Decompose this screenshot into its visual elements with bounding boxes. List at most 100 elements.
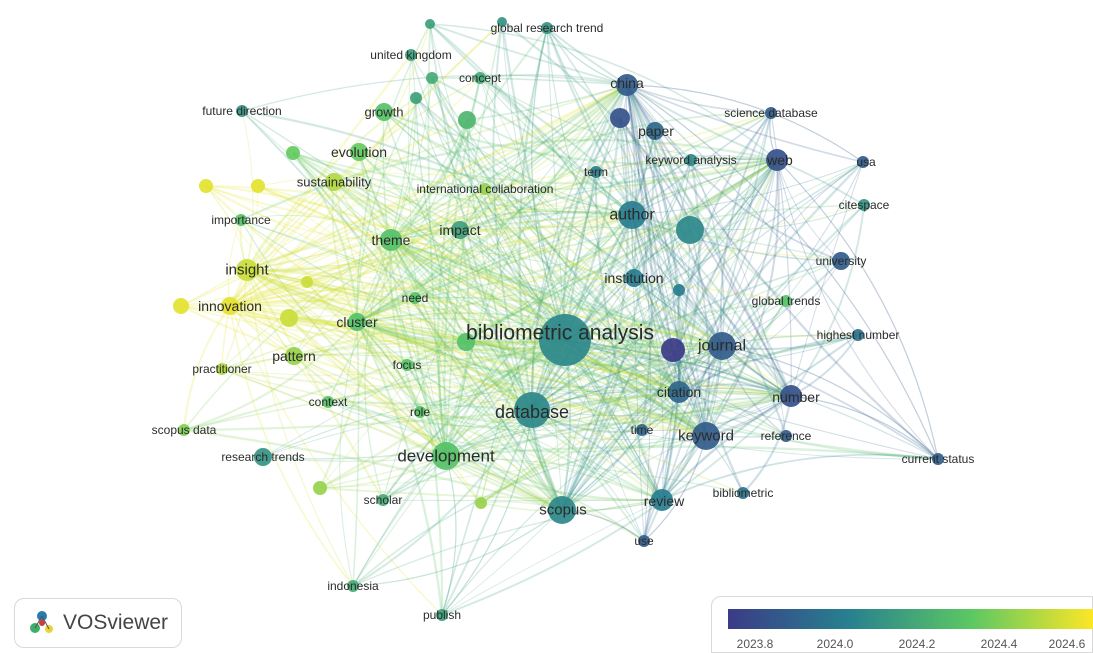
node-label-insight[interactable]: insight xyxy=(225,262,269,279)
node[interactable] xyxy=(425,19,435,29)
node-label-evolution[interactable]: evolution xyxy=(331,144,387,160)
node[interactable] xyxy=(199,179,213,193)
node-label-bibliometric-analysis[interactable]: bibliometric analysis xyxy=(466,322,654,345)
node-time[interactable] xyxy=(636,424,648,436)
node-label-institution[interactable]: institution xyxy=(604,270,663,286)
node[interactable] xyxy=(426,72,438,84)
node-insight[interactable] xyxy=(236,259,258,281)
node[interactable] xyxy=(475,497,487,509)
node-scholar[interactable] xyxy=(377,494,389,506)
node-label-keyword[interactable]: keyword xyxy=(678,428,734,445)
node-label-importance[interactable]: importance xyxy=(211,213,271,227)
node-label-current-status[interactable]: current status xyxy=(902,452,975,466)
node-role[interactable] xyxy=(414,406,426,418)
node-label-scopus[interactable]: scopus xyxy=(539,502,587,519)
node[interactable] xyxy=(410,92,422,104)
node-practitioner[interactable] xyxy=(216,363,228,375)
node-institution[interactable] xyxy=(625,269,643,287)
node-label-global-research-trend[interactable]: global research trend xyxy=(491,21,604,35)
node-label-journal[interactable]: journal xyxy=(697,338,746,355)
node-innovation[interactable] xyxy=(221,297,239,315)
node-bibliometric-analysis[interactable] xyxy=(539,314,591,366)
node-label-science-database[interactable]: science database xyxy=(724,106,818,120)
node-label-growth[interactable]: growth xyxy=(364,105,403,120)
node-label-highest-number[interactable]: highest number xyxy=(817,328,900,342)
node[interactable] xyxy=(676,216,704,244)
node-citation[interactable] xyxy=(668,381,690,403)
node-label-concept[interactable]: concept xyxy=(459,71,502,85)
node-journal[interactable] xyxy=(708,332,736,360)
node-university[interactable] xyxy=(832,252,850,270)
node-label-use[interactable]: use xyxy=(634,534,654,548)
node-reference[interactable] xyxy=(780,430,792,442)
node-label-publish[interactable]: publish xyxy=(423,608,461,622)
node-label-international-collaboration[interactable]: international collaboration xyxy=(417,182,554,196)
node[interactable] xyxy=(251,179,265,193)
node[interactable] xyxy=(173,298,189,314)
node-evolution[interactable] xyxy=(350,143,368,161)
node-author[interactable] xyxy=(618,201,646,229)
node-label-china[interactable]: china xyxy=(610,75,644,91)
node-concept[interactable] xyxy=(474,72,486,84)
node-term[interactable] xyxy=(590,166,602,178)
node-label-focus[interactable]: focus xyxy=(393,358,422,372)
node[interactable] xyxy=(313,481,327,495)
node-label-keyword-analysis[interactable]: keyword analysis xyxy=(645,153,736,167)
node[interactable] xyxy=(301,276,313,288)
node-label-author[interactable]: author xyxy=(609,207,655,224)
node[interactable] xyxy=(610,108,630,128)
node-label-number[interactable]: number xyxy=(772,389,820,405)
node-label-future-direction[interactable]: future direction xyxy=(202,104,281,118)
node-label-citation[interactable]: citation xyxy=(657,384,701,400)
node-label-context[interactable]: context xyxy=(309,395,348,409)
node-need[interactable] xyxy=(409,292,421,304)
node-label-university[interactable]: university xyxy=(816,254,867,268)
node-importance[interactable] xyxy=(235,214,247,226)
node-label-united-kingdom[interactable]: united kingdom xyxy=(370,48,451,62)
node-china[interactable] xyxy=(616,74,638,96)
node-international-collaboration[interactable] xyxy=(479,183,491,195)
node-scopus[interactable] xyxy=(548,496,576,524)
node-usa[interactable] xyxy=(857,156,869,168)
node-label-scholar[interactable]: scholar xyxy=(364,493,403,507)
node-scopus-data[interactable] xyxy=(178,424,190,436)
node-label-bibliometric[interactable]: bibliometric xyxy=(713,486,774,500)
node[interactable] xyxy=(280,309,298,327)
node-web[interactable] xyxy=(766,149,788,171)
node-focus[interactable] xyxy=(401,359,413,371)
node[interactable] xyxy=(457,333,475,351)
node-label-development[interactable]: development xyxy=(397,447,495,466)
node-keyword-analysis[interactable] xyxy=(685,154,697,166)
node-future-direction[interactable] xyxy=(236,105,248,117)
node-label-database[interactable]: database xyxy=(495,402,569,422)
node-label-theme[interactable]: theme xyxy=(372,232,411,248)
node[interactable] xyxy=(286,146,300,160)
node-indonesia[interactable] xyxy=(347,580,359,592)
node-cluster[interactable] xyxy=(348,313,366,331)
node-label-review[interactable]: review xyxy=(644,493,685,509)
node-label-global-trends[interactable]: global trends xyxy=(752,294,821,308)
node-pattern[interactable] xyxy=(285,347,303,365)
node-bibliometric[interactable] xyxy=(737,487,749,499)
node-label-role[interactable]: role xyxy=(410,405,430,419)
node-growth[interactable] xyxy=(375,103,393,121)
node-highest-number[interactable] xyxy=(852,329,864,341)
node-label-indonesia[interactable]: indonesia xyxy=(327,579,379,593)
node-database[interactable] xyxy=(514,392,550,428)
node[interactable] xyxy=(458,111,476,129)
node-label-time[interactable]: time xyxy=(631,423,654,437)
node-label-practitioner[interactable]: practitioner xyxy=(192,362,251,376)
node[interactable] xyxy=(497,17,507,27)
node-science-database[interactable] xyxy=(765,107,777,119)
node-label-scopus-data[interactable]: scopus data xyxy=(152,423,217,437)
node-united-kingdom[interactable] xyxy=(405,49,417,61)
node-label-reference[interactable]: reference xyxy=(761,429,812,443)
node-label-paper[interactable]: paper xyxy=(638,123,674,139)
node-label-citespace[interactable]: citespace xyxy=(839,198,890,212)
node-research-trends[interactable] xyxy=(254,448,272,466)
node-label-cluster[interactable]: cluster xyxy=(336,314,378,330)
node-theme[interactable] xyxy=(380,229,402,251)
node-number[interactable] xyxy=(780,385,802,407)
node-label-innovation[interactable]: innovation xyxy=(198,298,262,314)
